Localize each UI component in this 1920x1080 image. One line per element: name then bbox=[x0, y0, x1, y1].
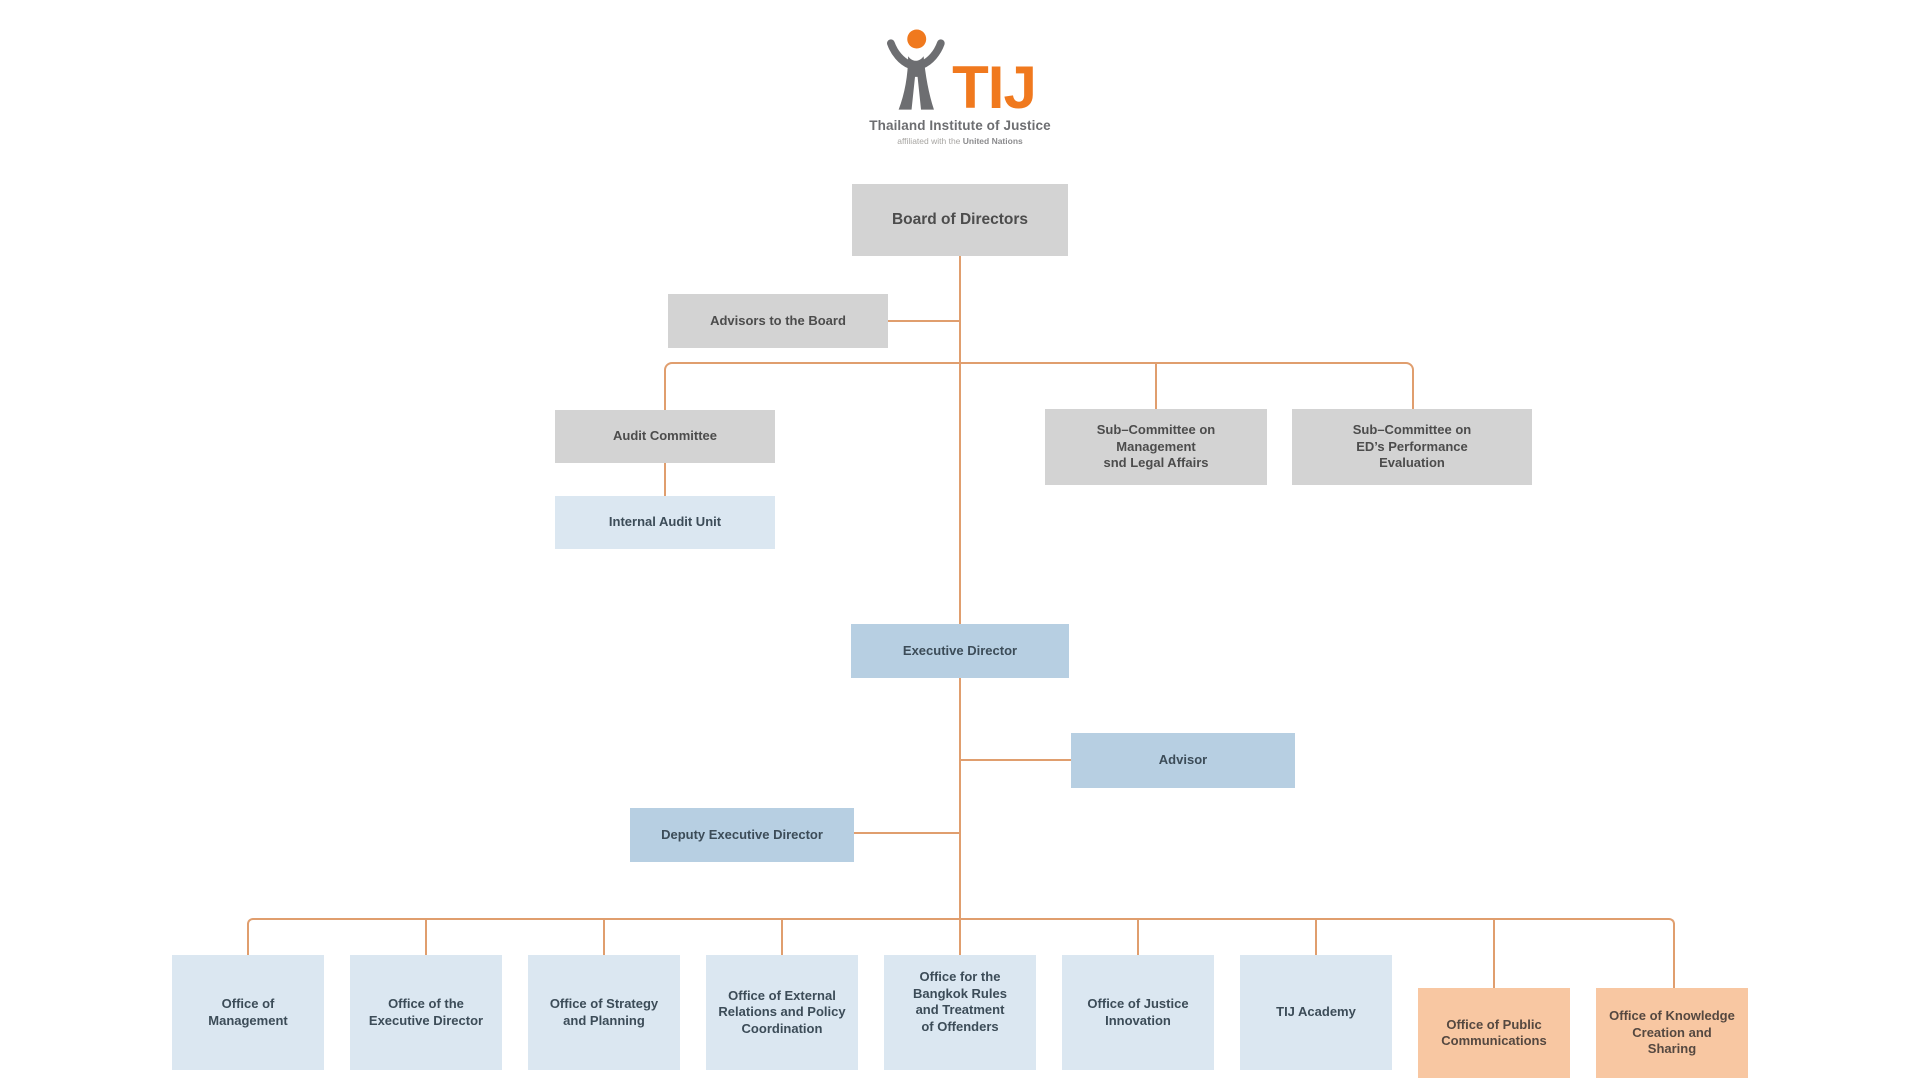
connector-offices-bracket bbox=[247, 918, 1675, 990]
org-box-label: Executive Director bbox=[902, 642, 1018, 658]
org-box-label: Advisor bbox=[1158, 752, 1208, 768]
org-box-audit-committee: Audit Committee bbox=[555, 410, 775, 463]
org-box-label: Office of Knowledge Creation and Sharing bbox=[1609, 1008, 1735, 1057]
connector-office-drop-3 bbox=[603, 918, 605, 988]
org-box-label: Office of External Relations and Policy … bbox=[718, 987, 846, 1036]
connector-advisor-horizontal bbox=[960, 759, 1071, 761]
logo-tagline: affiliated with the United Nations bbox=[860, 136, 1060, 146]
connector-main-vertical bbox=[959, 256, 961, 988]
org-box-office-of-management: Office of Management bbox=[172, 955, 324, 1070]
org-box-label: Office of Strategy and Planning bbox=[549, 996, 659, 1028]
connector-office-drop-6 bbox=[1137, 918, 1139, 988]
connector-office-drop-8 bbox=[1493, 918, 1495, 988]
org-box-advisor: Advisor bbox=[1071, 733, 1295, 788]
org-box-label: Deputy Executive Director bbox=[661, 826, 823, 842]
org-box-office-of-justice-innovation: Office of Justice Innovation bbox=[1062, 955, 1214, 1070]
connector-subcommittee-drop bbox=[1155, 362, 1157, 410]
connector-deputy-horizontal bbox=[854, 832, 960, 834]
org-box-label: Sub–Committee on ED’s Performance Evalua… bbox=[1352, 422, 1472, 471]
logo-institute-name: Thailand Institute of Justice bbox=[869, 118, 1051, 133]
connector-office-drop-7 bbox=[1315, 918, 1317, 988]
org-box-office-of-knowledge-creation: Office of Knowledge Creation and Sharing bbox=[1596, 988, 1748, 1078]
tij-logo: TIJ Thailand Institute of Justice affili… bbox=[860, 26, 1060, 146]
org-box-label: Board of Directors bbox=[891, 210, 1029, 228]
org-box-label: Office for the Bangkok Rules and Treatme… bbox=[913, 969, 1007, 1034]
logo-tagline-prefix: affiliated with the bbox=[897, 136, 963, 146]
connector-office-drop-4 bbox=[781, 918, 783, 988]
org-box-office-for-the-bangkok-rules: Office for the Bangkok Rules and Treatme… bbox=[884, 955, 1036, 1070]
org-box-label: Audit Committee bbox=[613, 428, 717, 444]
org-box-office-of-the-executive-director: Office of the Executive Director bbox=[350, 955, 502, 1070]
org-box-label: Office of Justice Innovation bbox=[1087, 996, 1189, 1028]
org-box-deputy-executive-director: Deputy Executive Director bbox=[630, 808, 854, 862]
org-box-label: Office of the Executive Director bbox=[368, 996, 484, 1028]
connector-office-drop-2 bbox=[425, 918, 427, 988]
tij-person-icon bbox=[887, 29, 945, 110]
org-box-office-of-public-communications: Office of Public Communications bbox=[1418, 988, 1570, 1078]
org-box-subcommittee-management-legal: Sub–Committee on Management snd Legal Af… bbox=[1045, 409, 1267, 485]
org-box-label: Internal Audit Unit bbox=[608, 514, 722, 530]
org-box-office-of-strategy-and-planning: Office of Strategy and Planning bbox=[528, 955, 680, 1070]
org-box-label: Sub–Committee on Management snd Legal Af… bbox=[1096, 422, 1216, 471]
org-box-label: TIJ Academy bbox=[1276, 1004, 1356, 1020]
logo-acronym: TIJ bbox=[952, 53, 1037, 121]
org-box-label: Office of Public Communications bbox=[1441, 1016, 1547, 1049]
connector-advisors-horizontal bbox=[888, 320, 960, 322]
org-box-label: Office of Management bbox=[208, 996, 288, 1028]
logo-tagline-bold: United Nations bbox=[962, 136, 1023, 146]
org-box-subcommittee-ed-performance: Sub–Committee on ED’s Performance Evalua… bbox=[1292, 409, 1532, 485]
connector-audit-internal bbox=[664, 463, 666, 496]
org-box-label: Advisors to the Board bbox=[710, 312, 846, 328]
org-box-board-of-directors: Board of Directors bbox=[852, 184, 1068, 256]
org-box-internal-audit-unit: Internal Audit Unit bbox=[555, 496, 775, 549]
connector-committees-bracket bbox=[664, 362, 1414, 412]
org-box-tij-academy: TIJ Academy bbox=[1240, 955, 1392, 1070]
org-box-executive-director: Executive Director bbox=[851, 624, 1069, 678]
org-box-advisors-to-the-board: Advisors to the Board bbox=[668, 294, 888, 348]
org-box-office-of-external-relations: Office of External Relations and Policy … bbox=[706, 955, 858, 1070]
